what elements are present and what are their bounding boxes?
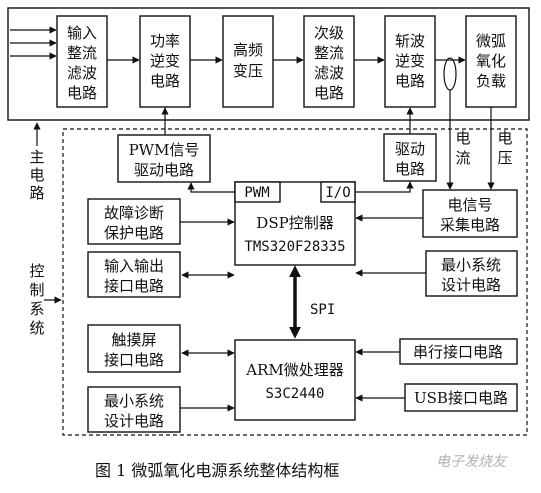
watermark: 电子发烧友 <box>436 454 508 470</box>
svg-text:ARM微处理器: ARM微处理器 <box>245 361 344 379</box>
arm-processor-box: ARM微处理器 S3C2440 <box>234 339 356 421</box>
power-inverter-box: 功率 逆变 电路 <box>139 15 191 108</box>
svg-text:电路: 电路 <box>150 72 180 90</box>
usb-interface-box: USB接口电路 <box>404 383 518 412</box>
ac-input-arrows <box>10 26 57 60</box>
input-rectifier-box: 输入 整流 滤波 电路 <box>56 15 108 108</box>
svg-text:采集电路: 采集电路 <box>440 216 500 234</box>
svg-text:PWM: PWM <box>244 185 269 201</box>
svg-text:最小系统: 最小系统 <box>104 392 164 410</box>
svg-text:电: 电 <box>455 129 470 147</box>
svg-text:统: 统 <box>29 319 44 337</box>
svg-text:斩波: 斩波 <box>395 32 425 50</box>
svg-text:触摸屏: 触摸屏 <box>111 331 156 349</box>
arrow-dsp-to-driver <box>355 181 414 193</box>
min-system-right-box: 最小系统 设计电路 <box>425 250 518 297</box>
svg-text:制: 制 <box>29 281 44 299</box>
svg-text:微弧: 微弧 <box>476 32 506 50</box>
svg-text:DSP控制器: DSP控制器 <box>256 214 333 232</box>
svg-text:设计电路: 设计电路 <box>441 276 501 294</box>
main-circuit-label: 主 电 路 <box>29 122 45 202</box>
min-system-left-box: 最小系统 设计电路 <box>87 386 181 433</box>
svg-text:氧化: 氧化 <box>476 52 506 70</box>
svg-text:变压: 变压 <box>233 62 263 80</box>
svg-text:电路: 电路 <box>67 84 97 102</box>
control-system-frame <box>62 128 528 436</box>
svg-text:滤波: 滤波 <box>314 64 344 82</box>
svg-text:接口电路: 接口电路 <box>104 351 164 369</box>
hf-transformer-box: 高频 变压 <box>222 15 274 108</box>
load-box: 微弧 氧化 负载 <box>465 15 517 108</box>
svg-text:电路: 电路 <box>395 72 425 90</box>
svg-text:USB接口电路: USB接口电路 <box>414 389 508 407</box>
svg-text:高频: 高频 <box>233 41 263 59</box>
chopper-driver-box: 驱动 电路 <box>383 133 437 182</box>
figure-caption: 图 1 微弧氧化电源系统整体结构框 <box>95 461 339 480</box>
main-circuit-frame <box>7 7 530 121</box>
svg-text:整流: 整流 <box>67 44 97 62</box>
svg-text:控: 控 <box>29 262 44 280</box>
svg-text:负载: 负载 <box>476 72 506 90</box>
svg-text:驱动电路: 驱动电路 <box>134 161 194 179</box>
svg-text:逆变: 逆变 <box>150 52 180 70</box>
svg-text:输入输出: 输入输出 <box>104 257 164 275</box>
fault-protect-box: 故障诊断 保护电路 <box>87 198 181 245</box>
svg-text:输入: 输入 <box>67 24 97 42</box>
svg-text:设计电路: 设计电路 <box>104 412 164 430</box>
svg-text:逆变: 逆变 <box>395 52 425 70</box>
current-feedback: 电 流 <box>446 90 471 190</box>
svg-text:最小系统: 最小系统 <box>441 256 501 274</box>
serial-interface-box: 串行接口电路 <box>399 338 518 365</box>
svg-text:电信号: 电信号 <box>447 196 492 214</box>
svg-text:流: 流 <box>455 149 470 167</box>
svg-text:PWM信号: PWM信号 <box>129 141 200 159</box>
svg-text:压: 压 <box>497 149 512 167</box>
svg-text:I/O: I/O <box>325 185 350 201</box>
svg-text:故障诊断: 故障诊断 <box>104 204 164 222</box>
dsp-controller-box: PWM I/O DSP控制器 TMS320F28335 <box>234 181 356 266</box>
io-interface-box: 输入输出 接口电路 <box>87 251 181 298</box>
signal-acq-box: 电信号 采集电路 <box>422 189 518 238</box>
svg-text:系: 系 <box>29 300 44 318</box>
touch-interface-box: 触摸屏 接口电路 <box>87 324 181 373</box>
svg-text:电路: 电路 <box>395 160 425 178</box>
secondary-rectifier-box: 次级 整流 滤波 电路 <box>303 15 355 108</box>
svg-text:次级: 次级 <box>314 24 344 42</box>
svg-text:接口电路: 接口电路 <box>104 277 164 295</box>
voltage-feedback: 电 压 <box>487 107 513 190</box>
svg-text:保护电路: 保护电路 <box>104 224 164 242</box>
svg-text:驱动: 驱动 <box>395 140 425 158</box>
svg-text:S3C2440: S3C2440 <box>265 386 324 402</box>
current-sensor-icon <box>443 57 457 91</box>
svg-text:串行接口电路: 串行接口电路 <box>413 343 503 361</box>
svg-text:TMS320F28335: TMS320F28335 <box>244 239 345 255</box>
svg-text:电: 电 <box>497 129 512 147</box>
spi-label: SPI <box>310 302 335 318</box>
svg-text:电: 电 <box>29 166 44 184</box>
svg-text:主: 主 <box>29 148 44 166</box>
svg-text:功率: 功率 <box>150 32 180 50</box>
svg-text:滤波: 滤波 <box>67 64 97 82</box>
svg-text:电路: 电路 <box>314 84 344 102</box>
pwm-driver-box: PWM信号 驱动电路 <box>117 134 211 183</box>
svg-text:整流: 整流 <box>314 44 344 62</box>
chopper-inverter-box: 斩波 逆变 电路 <box>384 15 436 108</box>
arrow-dsp-to-pwm-driver <box>187 182 235 193</box>
control-system-label: 控 制 系 统 <box>29 262 62 337</box>
svg-text:路: 路 <box>29 184 44 202</box>
